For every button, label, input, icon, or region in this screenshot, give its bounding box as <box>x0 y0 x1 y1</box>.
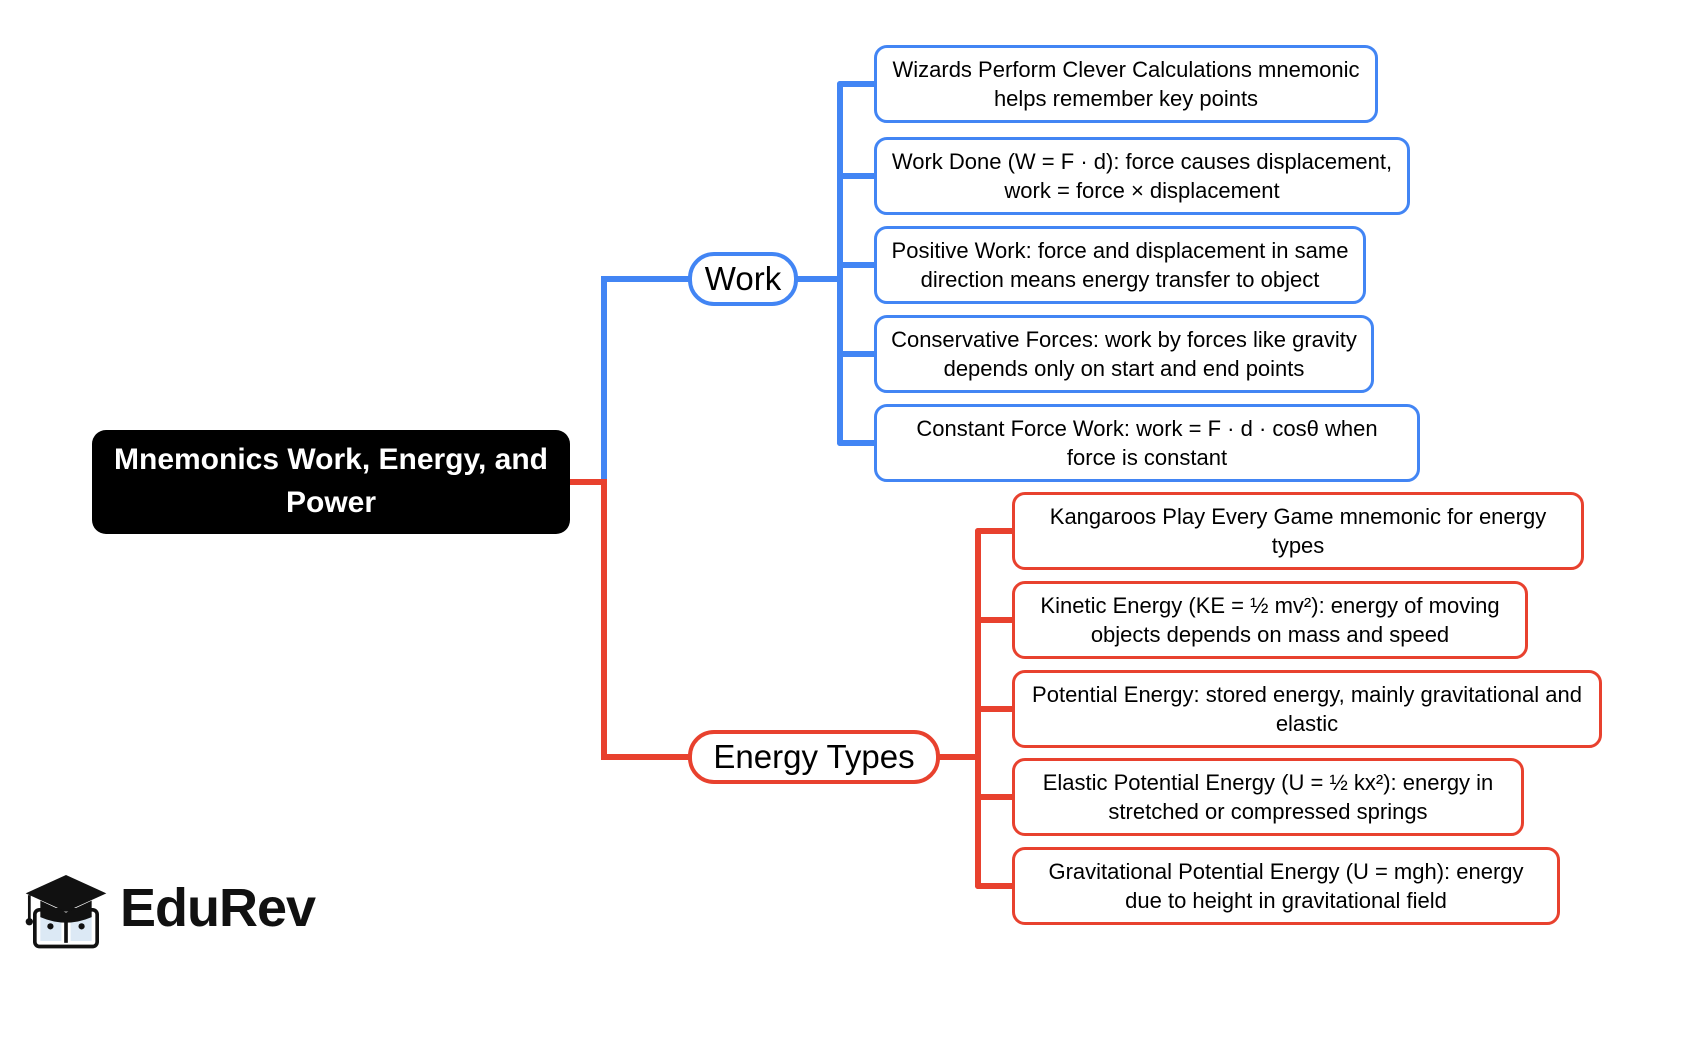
edurev-watermark: EduRev <box>22 860 322 956</box>
leaf-node-work-2[interactable]: Work Done (W = F · d): force causes disp… <box>874 137 1410 215</box>
branch-node-work[interactable]: Work <box>688 252 798 306</box>
root-node[interactable]: Mnemonics Work, Energy, and Power <box>92 430 570 534</box>
branch-node-energy-types[interactable]: Energy Types <box>688 730 940 784</box>
leaf-node-work-1[interactable]: Wizards Perform Clever Calculations mnem… <box>874 45 1378 123</box>
leaf-node-energy-5[interactable]: Gravitational Potential Energy (U = mgh)… <box>1012 847 1560 925</box>
leaf-node-work-5[interactable]: Constant Force Work: work = F · d · cosθ… <box>874 404 1420 482</box>
graduation-cap-book-icon <box>25 875 107 949</box>
leaf-node-energy-3[interactable]: Potential Energy: stored energy, mainly … <box>1012 670 1602 748</box>
leaf-node-energy-4[interactable]: Elastic Potential Energy (U = ½ kx²): en… <box>1012 758 1524 836</box>
edurev-brand-text: EduRev <box>120 878 316 938</box>
leaf-node-energy-1[interactable]: Kangaroos Play Every Game mnemonic for e… <box>1012 492 1584 570</box>
leaf-node-work-4[interactable]: Conservative Forces: work by forces like… <box>874 315 1374 393</box>
leaf-node-energy-2[interactable]: Kinetic Energy (KE = ½ mv²): energy of m… <box>1012 581 1528 659</box>
leaf-node-work-3[interactable]: Positive Work: force and displacement in… <box>874 226 1366 304</box>
